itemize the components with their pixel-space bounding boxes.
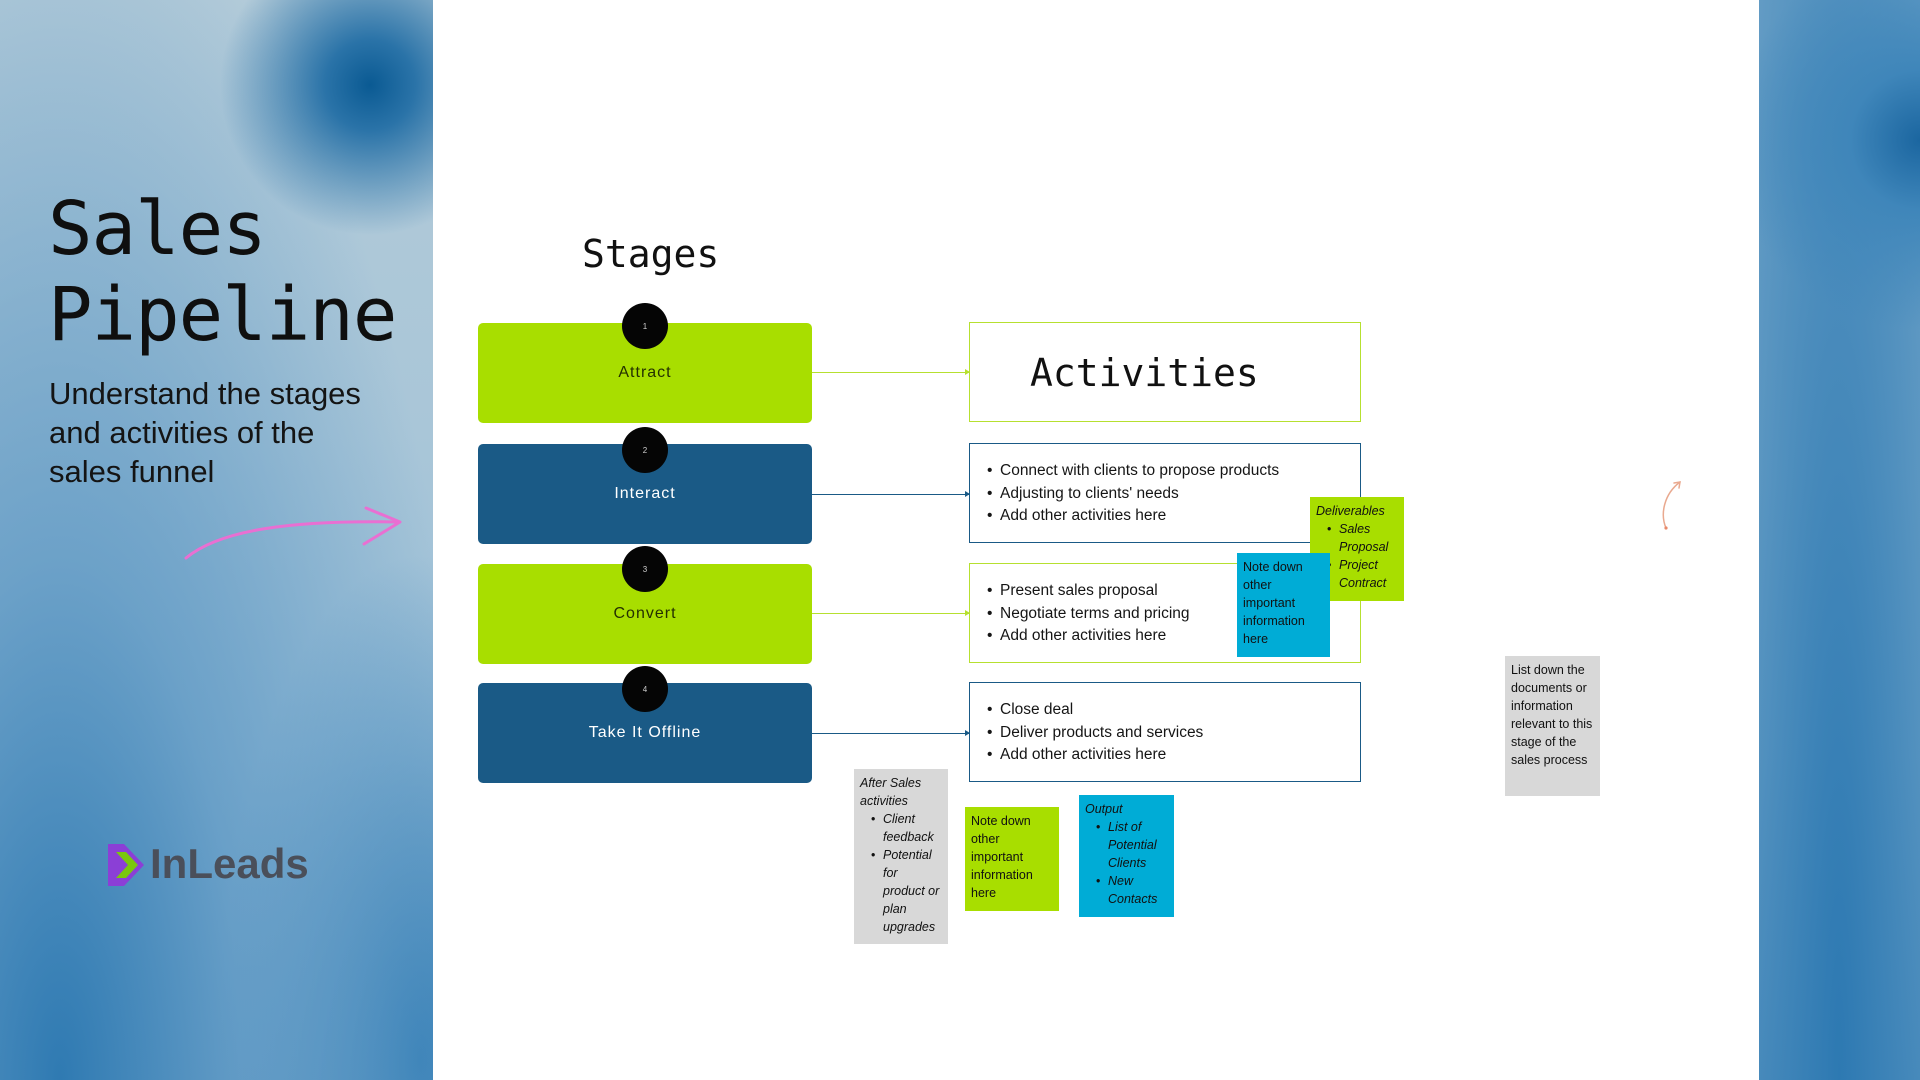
connector-arrow — [812, 491, 970, 497]
list-item: Sales Proposal — [1327, 520, 1398, 556]
right-panel-background — [1759, 0, 1920, 1080]
sticky-note-list: Sales Proposal Project Contract — [1316, 520, 1398, 592]
activity-list: Connect with clients to propose products… — [970, 460, 1279, 528]
activities-heading: Activities — [1030, 351, 1259, 395]
activity-box-take-it-offline: Close deal Deliver products and services… — [969, 682, 1361, 782]
stage-number-badge: 1 — [622, 303, 668, 349]
list-item: Add other activities here — [987, 625, 1190, 648]
list-item: Connect with clients to propose products — [987, 460, 1279, 483]
sticky-note-title: After Sales activities — [860, 776, 922, 808]
activities-header-box: Activities — [969, 322, 1361, 422]
sticky-note-text: Note down other important information he… — [971, 814, 1033, 900]
sticky-note-list: Client feedback Potential for product or… — [860, 810, 942, 936]
sticky-note-text: Note down other important information he… — [1243, 560, 1305, 646]
list-item: Adjusting to clients' needs — [987, 483, 1279, 506]
connector-arrow — [812, 610, 970, 616]
list-item: New Contacts — [1096, 872, 1168, 908]
stage-label: Take It Offline — [588, 724, 702, 741]
list-item: Potential for product or plan upgrades — [871, 846, 942, 936]
list-item: Add other activities here — [987, 744, 1203, 767]
inleads-logo: InLeads — [106, 840, 346, 888]
curved-arrow-icon — [1662, 481, 1681, 530]
list-item: Close deal — [987, 699, 1203, 722]
connector-arrow — [812, 369, 970, 375]
logo-text: InLeads — [150, 840, 309, 887]
title-line-2: Pipeline — [48, 272, 397, 358]
list-item: Add other activities here — [987, 505, 1279, 528]
pink-arrow-icon — [184, 506, 402, 560]
stage-label: Attract — [618, 364, 672, 381]
title-line-1: Sales — [48, 186, 267, 272]
list-item: Project Contract — [1327, 556, 1398, 592]
sticky-note-title: Deliverables — [1316, 504, 1385, 518]
list-item: Deliver products and services — [987, 722, 1203, 745]
stage-label: Convert — [613, 605, 677, 622]
sticky-note-after-sales[interactable]: After Sales activities Client feedback P… — [854, 769, 948, 944]
list-item: Present sales proposal — [987, 580, 1190, 603]
stage-number-badge: 2 — [622, 427, 668, 473]
slide-subtitle: Understand the stages and activities of … — [49, 376, 361, 489]
logo-chevron-icon — [108, 844, 144, 886]
stages-heading: Stages — [582, 232, 720, 276]
sticky-note-text: List down the documents or information r… — [1511, 663, 1593, 767]
activity-list: Close deal Deliver products and services… — [970, 699, 1203, 767]
list-item: Negotiate terms and pricing — [987, 603, 1190, 626]
activity-box-interact: Connect with clients to propose products… — [969, 443, 1361, 543]
sticky-note-list: List of Potential Clients New Contacts — [1085, 818, 1168, 908]
stage-label: Interact — [614, 485, 676, 502]
list-item: List of Potential Clients — [1096, 818, 1168, 872]
sticky-note-output[interactable]: Output List of Potential Clients New Con… — [1079, 795, 1174, 917]
slide-title: Sales Pipeline — [48, 186, 428, 358]
list-item: Client feedback — [871, 810, 942, 846]
sticky-note-info[interactable]: Note down other important information he… — [965, 807, 1059, 911]
stage-number-badge: 3 — [622, 546, 668, 592]
sticky-note-title: Output — [1085, 802, 1123, 816]
stage-number-badge: 4 — [622, 666, 668, 712]
activity-list: Present sales proposal Negotiate terms a… — [970, 580, 1190, 648]
left-panel-background: Sales Pipeline Understand the stages and… — [0, 0, 433, 1080]
sticky-note-documents[interactable]: List down the documents or information r… — [1505, 656, 1600, 796]
connector-arrow — [812, 730, 970, 736]
sticky-note-info[interactable]: Note down other important information he… — [1237, 553, 1330, 657]
